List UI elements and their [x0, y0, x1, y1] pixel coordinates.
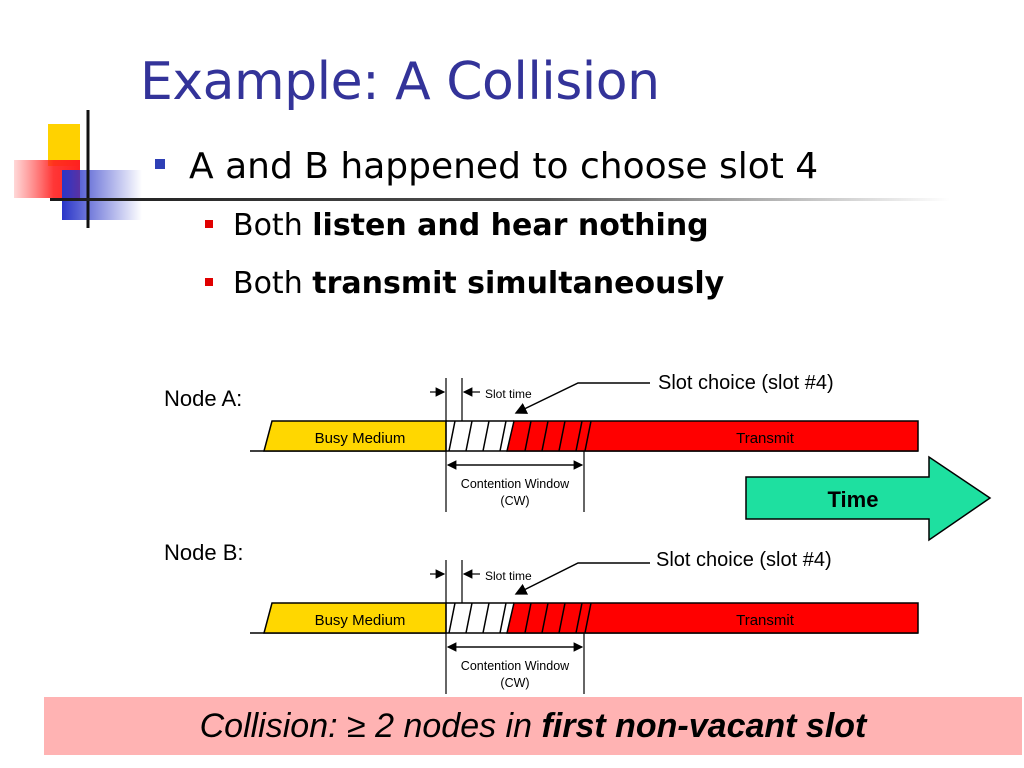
node-b-slot-time-label: Slot time — [485, 569, 532, 583]
conclusion-emphasis: first non-vacant slot — [541, 707, 867, 745]
node-b-transmit — [506, 602, 919, 634]
node-a-busy-medium — [263, 420, 447, 452]
node-a-transmit-hatch — [524, 420, 592, 452]
node-a-label: Node A: — [164, 386, 243, 411]
node-b-transmit-label: Transmit — [736, 612, 795, 629]
time-arrow-shape — [745, 455, 992, 542]
node-a-cw-label-2: (CW) — [500, 494, 529, 508]
bullet-sub-2-emphasis: transmit simultaneously — [312, 266, 725, 301]
node-b-busy-label: Busy Medium — [315, 612, 406, 629]
title-divider — [50, 198, 950, 201]
conclusion-prefix: Collision: ≥ 2 nodes in — [199, 707, 542, 745]
node-a-transmit-label: Transmit — [736, 430, 795, 447]
bullet-square-icon — [205, 219, 213, 228]
bullet-sub-1: Both listen and hear nothing — [205, 208, 709, 243]
bullet-square-icon — [205, 277, 213, 286]
node-a-cw-label-1: Contention Window — [461, 477, 570, 491]
bullet-main-text: A and B happened to choose slot 4 — [189, 146, 819, 187]
node-a-empty-slots — [446, 420, 514, 452]
bullet-sub-1-emphasis: listen and hear nothing — [312, 208, 709, 243]
node-b-slot-choice-label: Slot choice (slot #4) — [656, 549, 832, 571]
node-a-slot-time-label: Slot time — [485, 387, 532, 401]
node-b-busy-medium — [263, 602, 447, 634]
page-title: Example: A Collision — [140, 52, 660, 112]
node-b-label: Node B: — [164, 540, 244, 565]
bullet-sub-2: Both transmit simultaneously — [205, 266, 724, 301]
node-a-slot-choice-label: Slot choice (slot #4) — [658, 372, 834, 394]
node-b-empty-slots — [446, 602, 514, 634]
bullet-sub-1-prefix: Both — [233, 208, 313, 243]
decorative-corner-squares — [14, 110, 160, 228]
conclusion-banner: Collision: ≥ 2 nodes in first non-vacant… — [44, 697, 1022, 755]
bullet-sub-2-prefix: Both — [233, 266, 313, 301]
node-a-busy-label: Busy Medium — [315, 430, 406, 447]
time-arrow-label: Time — [828, 487, 879, 512]
node-b-cw-label-2: (CW) — [500, 676, 529, 690]
conclusion-text: Collision: ≥ 2 nodes in first non-vacant… — [44, 707, 1022, 746]
node-a-transmit — [506, 420, 919, 452]
node-b-transmit-hatch — [524, 602, 592, 634]
node-b-cw-label-1: Contention Window — [461, 659, 570, 673]
bullet-main: A and B happened to choose slot 4 — [155, 146, 818, 187]
bullet-square-icon — [155, 159, 165, 169]
